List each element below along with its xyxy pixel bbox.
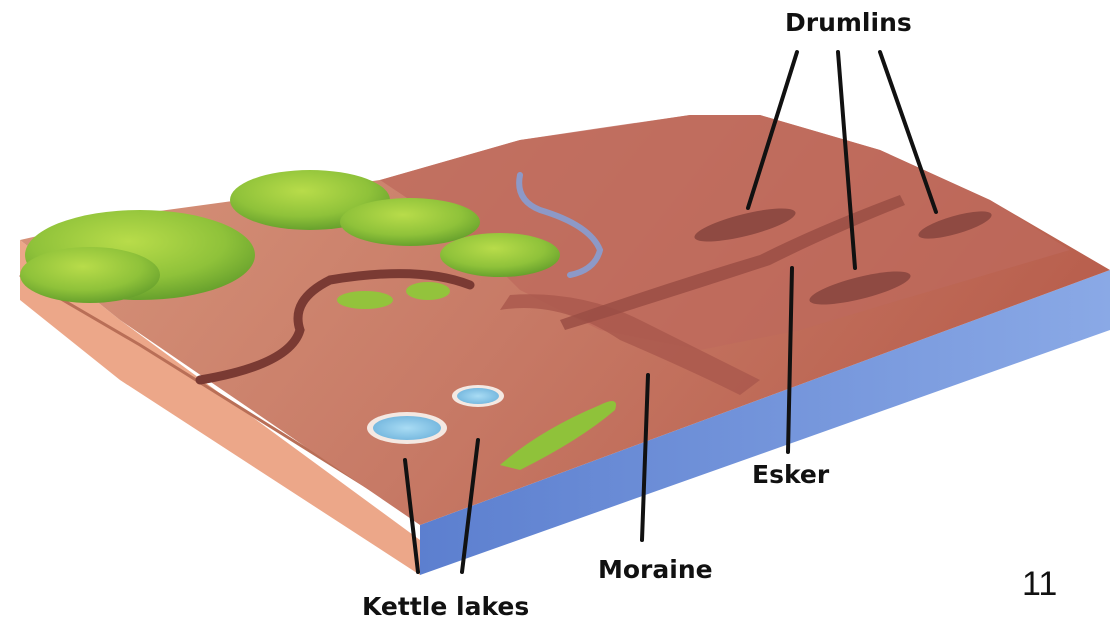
green-hill-right: [440, 233, 560, 277]
kettle-lakes-label: Kettle lakes: [362, 592, 529, 621]
green-patch-1: [337, 291, 393, 309]
moraine-label: Moraine: [598, 555, 713, 584]
green-hill-middle-2: [340, 198, 480, 246]
esker-label: Esker: [752, 460, 829, 489]
kettle-lake-1-water: [373, 416, 441, 440]
green-patch-2: [406, 282, 450, 300]
page-number: 11: [1022, 565, 1057, 604]
green-hill-left-2: [20, 247, 160, 303]
drumlins-label: Drumlins: [785, 8, 912, 37]
kettle-lake-2-water: [457, 388, 499, 404]
